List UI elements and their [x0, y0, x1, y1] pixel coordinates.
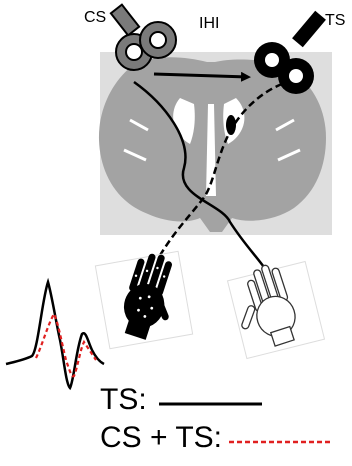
ts-label: TS	[325, 13, 345, 29]
inactive-hand-panel	[225, 261, 325, 358]
mep-trace-ts	[6, 282, 104, 388]
legend-ts-label: TS:	[100, 385, 147, 415]
mep-waveform	[6, 282, 104, 388]
cs-label: CS	[84, 10, 106, 26]
active-hand-panel	[95, 248, 192, 348]
pathway-node	[226, 115, 236, 135]
ihi-label: IHI	[199, 16, 219, 32]
mep-trace-cs-ts	[36, 314, 96, 376]
legend-cs-ts-label: CS + TS:	[100, 423, 222, 453]
